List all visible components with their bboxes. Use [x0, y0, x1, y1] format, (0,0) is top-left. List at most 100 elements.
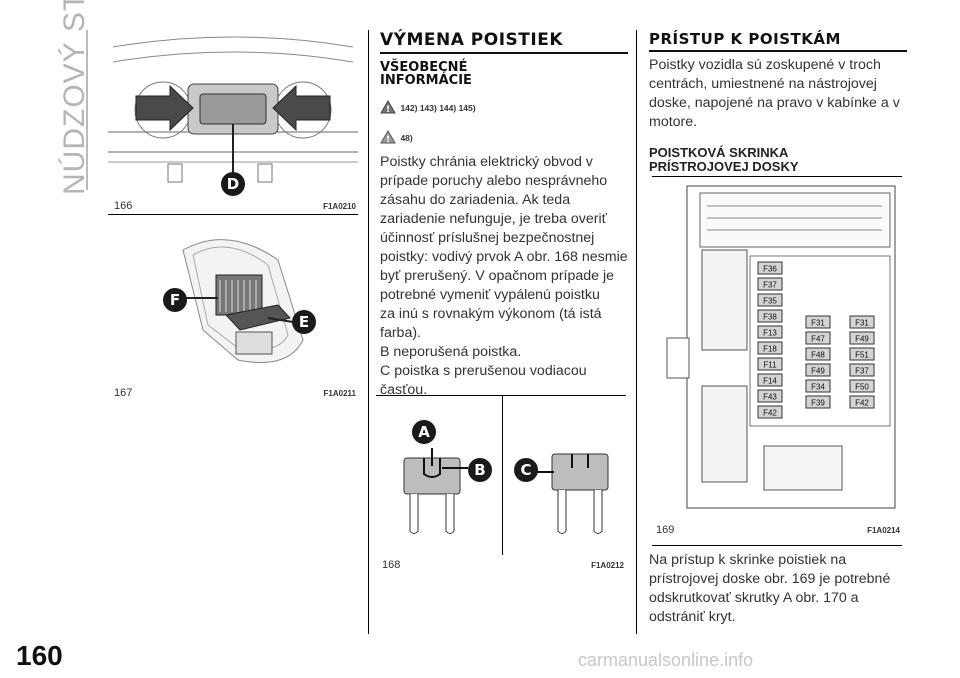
fuse-slot: [757, 277, 783, 291]
body-line: prípade poruchy alebo nesprávneho: [380, 173, 608, 189]
body-line: zásahu do zariadenia. Ak teda: [380, 192, 571, 208]
body-line: motore.: [649, 114, 698, 130]
section-subtitle: VŠEOBECNÉ INFORMÁCIE: [380, 61, 628, 87]
figure-166-illustration: [108, 32, 358, 197]
body-line: zariadenie nefunguje, je treba overiť: [380, 211, 607, 227]
page-number: 160: [16, 640, 63, 671]
fuse-slot: [757, 293, 783, 307]
body-line: centrách, umiestnené na nástrojovej: [649, 76, 877, 92]
warning-references: 48): [400, 133, 413, 143]
blown-fuse-drawing: [532, 453, 609, 534]
fuse-label: F34: [811, 383, 825, 392]
figure-code: F1A0210: [323, 202, 356, 211]
subtitle-line: INFORMÁCIE: [380, 73, 472, 88]
body-line: Poistky chránia elektrický obvod v: [380, 154, 593, 170]
fuse-slot: [805, 347, 831, 361]
fuse-slot: [849, 363, 875, 377]
fuse-label: F42: [855, 399, 869, 408]
subtitle-line: POISTKOVÁ SKRINKA: [649, 145, 789, 160]
section-title: VÝMENA POISTIEK: [380, 30, 563, 50]
fuse-slot: [805, 363, 831, 377]
callout-e: E: [292, 310, 316, 334]
fuse-slot: [805, 379, 831, 393]
fuse-label: F50: [855, 383, 869, 392]
body-line: byť prerušený. V opačnom prípade je: [380, 268, 615, 284]
figure-rule: [376, 395, 626, 396]
warning-icon: !: [380, 129, 396, 145]
fuse-label: F49: [855, 335, 869, 344]
fuse-slot: [849, 379, 875, 393]
fuse-label: F37: [763, 281, 777, 290]
body-line: Poistky vozidla sú zoskupené v troch: [649, 57, 881, 73]
figure-number: 167: [114, 387, 133, 399]
fuse-label: F31: [811, 319, 825, 328]
figure-number: 169: [656, 524, 675, 536]
figure-168: A B C 168 F1A0212: [376, 396, 626, 576]
fuse-slot: [805, 331, 831, 345]
access-title: PRÍSTUP K POISTKÁM: [649, 30, 841, 48]
section-body: Poistky chránia elektrický obvod v prípa…: [380, 153, 630, 400]
figure-code: F1A0214: [867, 526, 900, 535]
fuse-label: F42: [763, 409, 777, 418]
section-title-block: VÝMENA POISTIEK VŠEOBECNÉ INFORMÁCIE: [380, 30, 628, 87]
callout-d: D: [221, 172, 245, 196]
callout-f: F: [163, 288, 187, 312]
fuse-slot: [805, 315, 831, 329]
access-body-2: Na prístup k skrinke poistiek na prístro…: [649, 551, 907, 627]
fuse-label: F49: [811, 367, 825, 376]
fuse-label: F13: [763, 329, 777, 338]
svg-text:!: !: [386, 135, 390, 144]
body-line: B neporušená poistka.: [380, 344, 522, 360]
figure-rule: [108, 214, 358, 215]
fuse-label: F37: [855, 367, 869, 376]
figure-rule: [652, 545, 902, 546]
body-line: za inú s rovnakým výkonom (tá istá: [380, 306, 602, 322]
callout-c: C: [514, 458, 538, 482]
body-line: doske, napojené na pravo v kabínke a v: [649, 95, 900, 111]
column-divider: [368, 30, 369, 634]
title-rule: [380, 52, 628, 54]
title-rule: [649, 50, 907, 52]
body-line: časťou.: [380, 382, 428, 398]
fuse-slot: [805, 395, 831, 409]
subtitle-line: VŠEOBECNÉ: [380, 60, 468, 75]
fuse-slot: [757, 357, 783, 371]
figure-number: 168: [382, 559, 401, 571]
fuse-slot: [757, 309, 783, 323]
fuse-label: F43: [763, 393, 777, 402]
fuse-label: F14: [763, 377, 777, 386]
figure-number: 166: [114, 200, 133, 212]
fuse-slot: [849, 315, 875, 329]
body-line: Na prístup k skrinke poistiek na: [649, 552, 847, 568]
body-line: prístrojovej doske obr. 169 je potrebné: [649, 571, 891, 587]
access-block: PRÍSTUP K POISTKÁM Poistky vozidla sú zo…: [649, 30, 907, 174]
fuse-label: F36: [763, 265, 777, 274]
fuse-label: F47: [811, 335, 825, 344]
fuse-label: F51: [855, 351, 869, 360]
fuse-label: F39: [811, 399, 825, 408]
body-line: odskrutkovať skrutky A obr. 170 a: [649, 590, 859, 606]
figure-code: F1A0212: [591, 561, 624, 570]
fuse-slot: [849, 347, 875, 361]
warning-ref-1: ! 142) 143) 144) 145): [380, 98, 476, 116]
fuse-slot: [757, 373, 783, 387]
fuse-label: F31: [855, 319, 869, 328]
body-line: poistky: vodivý prvok A obr. 168 nesmie: [380, 249, 628, 265]
subtitle-line: PRÍSTROJOVEJ DOSKY: [649, 159, 799, 174]
figure-rule: [652, 176, 902, 177]
warning-ref-2: ! 48): [380, 128, 413, 146]
column-divider: [636, 30, 637, 634]
margin-rule: [86, 30, 88, 190]
warning-references: 142) 143) 144) 145): [400, 103, 476, 113]
fuse-slot: [757, 341, 783, 355]
fuse-slot: [849, 331, 875, 345]
fuse-slot: [757, 261, 783, 275]
body-line: odstrániť kryt.: [649, 609, 736, 625]
fuse-label: F38: [763, 313, 777, 322]
fuse-label: F11: [763, 361, 777, 370]
access-body: Poistky vozidla sú zoskupené v troch cen…: [649, 56, 907, 132]
